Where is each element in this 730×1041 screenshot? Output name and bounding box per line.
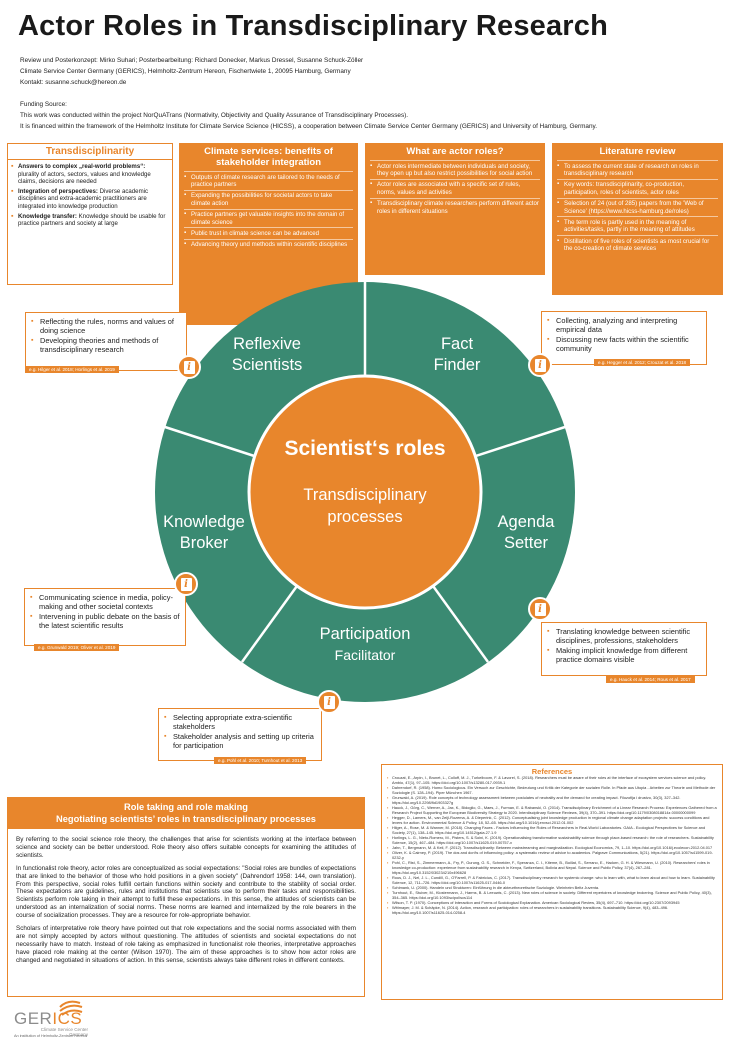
list-item: Actor roles intermediate between individ… <box>370 160 540 179</box>
info-icon: i <box>177 355 201 379</box>
actor-roles-box: What are actor roles? Actor roles interm… <box>365 143 545 275</box>
reference-item: Grunwald, A. (2019). Role concepts of te… <box>387 795 717 806</box>
literature-review-heading: Literature review <box>599 146 676 157</box>
list-item: Transdisciplinary climate researchers pe… <box>370 197 540 217</box>
reference-item: Schimank, U. (2000). Handeln und Struktu… <box>387 885 717 891</box>
poster-title: Actor Roles in Transdisciplinary Researc… <box>18 10 609 42</box>
list-item: Expanding the possibilities for societal… <box>184 189 353 209</box>
list-item: Selecting appropriate extra-scientific s… <box>164 713 317 731</box>
list-item: Developing theories and methods of trans… <box>31 336 182 354</box>
logo-footer: An institution of Helmholtz-Zentrum Here… <box>14 1034 87 1038</box>
list-item: The term role is partly used in the mean… <box>557 216 718 235</box>
list-item: Practice partners get valuable insights … <box>184 208 353 228</box>
logo-wordmark: GERICS <box>14 1009 83 1028</box>
funding-line-2: It is financed within the framework of t… <box>20 123 598 130</box>
knowledge-broker-citation: e.g. Grunwald 2019; Oliver et al. 2019 <box>34 644 120 651</box>
list-item: Communicating science in media, policy-m… <box>30 593 181 611</box>
list-item: Answers to complex „real-world problems“… <box>11 163 168 186</box>
info-icon: i <box>528 597 552 621</box>
literature-review-list: To assess the current state of research … <box>557 160 718 254</box>
fact-finder-citation: e.g. Hegger et al. 2012; Crouzat et al. … <box>594 359 691 366</box>
list-item: Discussing new facts within the scientif… <box>547 335 702 353</box>
list-item: Stakeholder analysis and setting up crit… <box>164 732 317 750</box>
reference-item: Hegger, D., Lamers, M., van Zeijl-Rozema… <box>387 815 717 826</box>
climate-services-heading: Climate services: benefits of stakeholde… <box>204 146 333 168</box>
literature-review-box: Literature review To assess the current … <box>552 143 723 295</box>
transdisciplinarity-heading: Transdisciplinarity <box>8 144 172 160</box>
knowledge-broker-callout: Communicating science in media, policy-m… <box>24 588 186 646</box>
reference-item: Wittmayer, J. M. & Schäpke, N. (2014). A… <box>387 905 717 916</box>
participation-facilitator-callout: Selecting appropriate extra-scientific s… <box>158 708 322 761</box>
references-list: Crouzat, E., Arpin, I., Brunet, L., Coll… <box>387 775 717 916</box>
reflexive-citation: e.g. Hilger et al. 2018; Horlings et al.… <box>25 366 119 373</box>
reference-item: Crouzat, E., Arpin, I., Brunet, L., Coll… <box>387 775 717 786</box>
list-item: To assess the current state of research … <box>557 160 718 179</box>
list-item: Reflecting the rules, norms and values o… <box>31 317 182 335</box>
climate-services-list: Outputs of climate research are tailored… <box>184 171 353 250</box>
list-item: Advancing theory und methods within scie… <box>184 238 353 250</box>
agenda-setter-citation: e.g. Hauck et al. 2014; Rous et al. 2017 <box>606 676 695 683</box>
reference-item: Hauck, J., Görg, C., Werner, A., Jax, K.… <box>387 805 717 816</box>
list-item: Key words: transdisciplinarity, co-produ… <box>557 178 718 198</box>
reference-item: Horlings, L. G., Nieto-Romero, M., Piste… <box>387 835 717 846</box>
list-item: Integration of perspectives: Diverse aca… <box>11 188 168 211</box>
list-item: Selection of 24 (out of 285) papers from… <box>557 197 718 217</box>
role-taking-paragraph: By referring to the social science role … <box>16 836 356 859</box>
info-icon: i <box>528 353 552 377</box>
reference-item: Hilger, A., Rose, M. & Wanner, M. (2018)… <box>387 825 717 836</box>
role-taking-paragraph: In functionalist role theory, actor role… <box>16 864 356 920</box>
reference-item: Oliver, K. & Cairney, P. (2019). The dos… <box>387 850 717 861</box>
list-item: Knowledge transfer: Knowledge should be … <box>11 213 168 228</box>
center-title: Scientist‘s roles <box>284 437 446 460</box>
reference-item: Pohl, C., Rist, S., Zimmermann, A., Fry,… <box>387 860 717 875</box>
authors-line: Review und Posterkonzept: Mirko Suhari; … <box>20 57 364 64</box>
list-item: Intervening in public debate on the basi… <box>30 612 181 630</box>
participation-facilitator-citation: e.g. Pohl et al. 2010; Turnhout et al. 2… <box>214 757 307 764</box>
fact-finder-callout: Collecting, analyzing and interpreting e… <box>541 311 707 365</box>
actor-roles-heading: What are actor roles? <box>406 146 504 157</box>
logo-mark-icon <box>59 1000 83 1016</box>
actor-roles-list: Actor roles intermediate between individ… <box>370 160 540 216</box>
agenda-setter-callout: Translating knowledge between scientific… <box>541 622 707 676</box>
funding-label: Funding Source: <box>20 101 67 108</box>
reference-item: Wilson, T. P. (1970). Conceptions of Int… <box>387 900 717 906</box>
list-item: Public trust in climate science can be a… <box>184 227 353 238</box>
center-subtitle: Transdisciplinary processes <box>303 486 427 526</box>
info-icon: i <box>174 572 198 596</box>
list-item: Actor roles are associated with a specif… <box>370 178 540 198</box>
affiliation-line: Climate Service Center Germany (GERICS),… <box>20 68 351 75</box>
list-item: Distillation of five roles of scientists… <box>557 235 718 254</box>
role-taking-paragraph: Scholars of interpretative role theory h… <box>16 925 356 964</box>
transdisciplinarity-box: Transdisciplinarity Answers to complex „… <box>7 143 173 285</box>
list-item: Collecting, analyzing and interpreting e… <box>547 316 702 334</box>
funding-line-1: This work was conducted within the proje… <box>20 112 409 119</box>
center-circle <box>247 374 483 610</box>
role-taking-box: Role taking and role making Negotiating … <box>7 797 365 997</box>
list-item: Making implicit knowledge from different… <box>547 646 702 664</box>
info-icon: i <box>317 690 341 714</box>
reference-item: Jahn, T., Bergmann, M. & Keil, F. (2012)… <box>387 845 717 851</box>
reflexive-callout: Reflecting the rules, norms and values o… <box>25 312 187 371</box>
references-box: References Crouzat, E., Arpin, I., Brune… <box>381 764 723 1000</box>
list-item: Translating knowledge between scientific… <box>547 627 702 645</box>
role-taking-header: Role taking and role making Negotiating … <box>8 798 364 829</box>
reference-item: Turnhout, E., Stuiver, M., Klostermann, … <box>387 890 717 901</box>
contact-line: Kontakt: susanne.schuck@hereon.de <box>20 79 127 86</box>
list-item: Outputs of climate research are tailored… <box>184 171 353 190</box>
reference-item: Rous, D. J., Nel, J. L., Cundill, G., O'… <box>387 875 717 886</box>
transdisciplinarity-list: Answers to complex „real-world problems“… <box>8 160 172 228</box>
references-heading: References <box>531 767 573 776</box>
reference-item: Dahrendorf, R. (1958). Homo Sociologicus… <box>387 785 717 796</box>
